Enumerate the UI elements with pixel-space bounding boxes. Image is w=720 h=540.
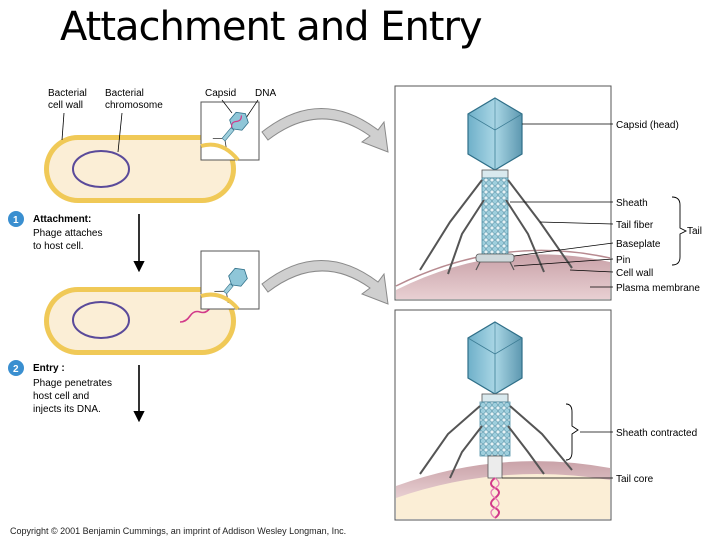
step-1-title: Attachment: (33, 214, 91, 225)
label-sheath: Sheath (616, 198, 648, 209)
sheath-contracted-bracket (565, 403, 579, 461)
label-dna: DNA (255, 88, 276, 99)
label-tail: Tail (687, 226, 702, 237)
step-2-badge (8, 360, 24, 376)
baseplate (475, 253, 515, 263)
detail-panel-top (394, 85, 612, 301)
label-plasma-membrane: Plasma membrane (616, 283, 700, 294)
sheath-contracted (479, 401, 511, 457)
label-cell-wall: Cell wall (616, 268, 653, 279)
label-capsid: Capsid (205, 88, 236, 99)
detail-top-leaders (510, 123, 614, 288)
zoom-arrow-bottom (261, 260, 389, 305)
step-2-title: Entry : (33, 363, 65, 374)
bacterial-chromosome (72, 150, 130, 188)
capsid-head-2 (467, 321, 523, 395)
phage-inset-2 (200, 250, 260, 311)
step-1-number: 1 (13, 215, 19, 226)
detail-panel-bottom (394, 309, 612, 521)
zoom-arrow-top (261, 108, 389, 153)
step-1-line-2: to host cell. (33, 241, 84, 252)
label-bacterial-cell-wall-2: cell wall (48, 100, 83, 111)
tail-core (487, 455, 503, 479)
copyright-notice: Copyright © 2001 Benjamin Cummings, an i… (10, 526, 346, 536)
step-1-badge (8, 211, 24, 227)
capsid-head (467, 97, 523, 171)
step-2-line-3: injects its DNA. (33, 404, 101, 415)
label-bacterial-chromosome-1: Bacterial (105, 88, 144, 99)
label-tail-core: Tail core (616, 474, 654, 485)
slide-title: Attachment and Entry (60, 4, 483, 50)
bacterial-cell-2 (44, 287, 236, 355)
phage-inset-1 (200, 99, 260, 162)
label-baseplate: Baseplate (616, 239, 661, 250)
chromosome-pointer (117, 112, 123, 153)
bacterial-cell-1 (44, 135, 236, 203)
label-sheath-contracted: Sheath contracted (616, 428, 697, 439)
label-bacterial-chromosome-2: chromosome (105, 100, 163, 111)
step-2-number: 2 (13, 364, 19, 375)
step-2-line-1: Phage penetrates (33, 378, 112, 389)
tail-bracket (671, 196, 688, 266)
step-1-line-1: Phage attaches (33, 228, 103, 239)
label-pin: Pin (616, 255, 630, 266)
label-capsid-head: Capsid (head) (616, 120, 679, 131)
label-tail-fiber: Tail fiber (616, 220, 654, 231)
sheath (481, 177, 509, 255)
label-bacterial-cell-wall-1: Bacterial (48, 88, 87, 99)
tail-fibers-2 (419, 405, 573, 479)
step-2-line-2: host cell and (33, 391, 89, 402)
host-cell-surface (396, 254, 610, 299)
cell-wall-pointer (61, 112, 65, 141)
